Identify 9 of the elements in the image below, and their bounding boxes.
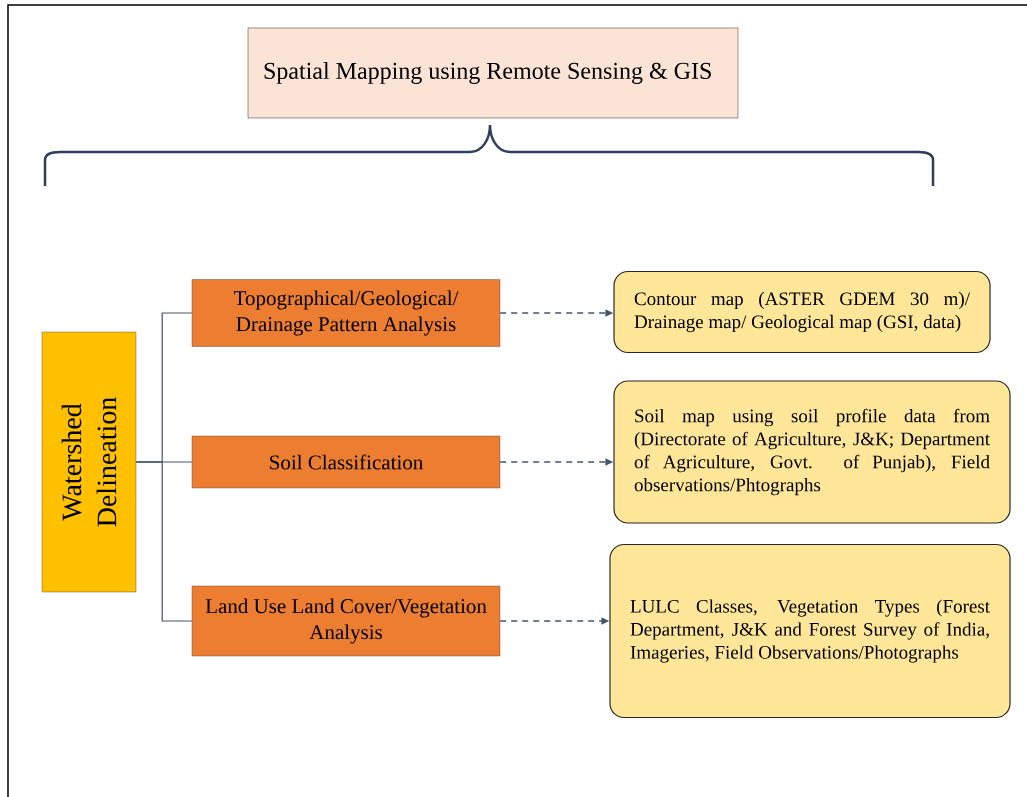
process-box: Topographical/Geological/ Drainage Pattern Analysis bbox=[191, 279, 501, 347]
process-box: Land Use Land Cover/Vegetation Analysis bbox=[191, 585, 501, 657]
source-box: LULC Classes, Vegetation Types (Forest Department, J&K and Forest Survey of India, Imageries, Field Observations/Photographs bbox=[609, 543, 1011, 719]
connector-line bbox=[135, 461, 193, 622]
source-box: Contour map (ASTER GDEM 30 m)/ Drainage map/ Geological map (GSI, data) bbox=[613, 270, 991, 354]
title-box: Spatial Mapping using Remote Sensing & GIS bbox=[247, 27, 739, 119]
source-box: Soil map using soil profile data from (Directorate of Agriculture, J&K; Department of Agriculture, Govt. of Punjab), Field observations/Phtographs bbox=[613, 380, 1011, 524]
process-box: Watershed Delineation bbox=[41, 331, 137, 593]
process-box: Soil Classification bbox=[191, 435, 501, 489]
